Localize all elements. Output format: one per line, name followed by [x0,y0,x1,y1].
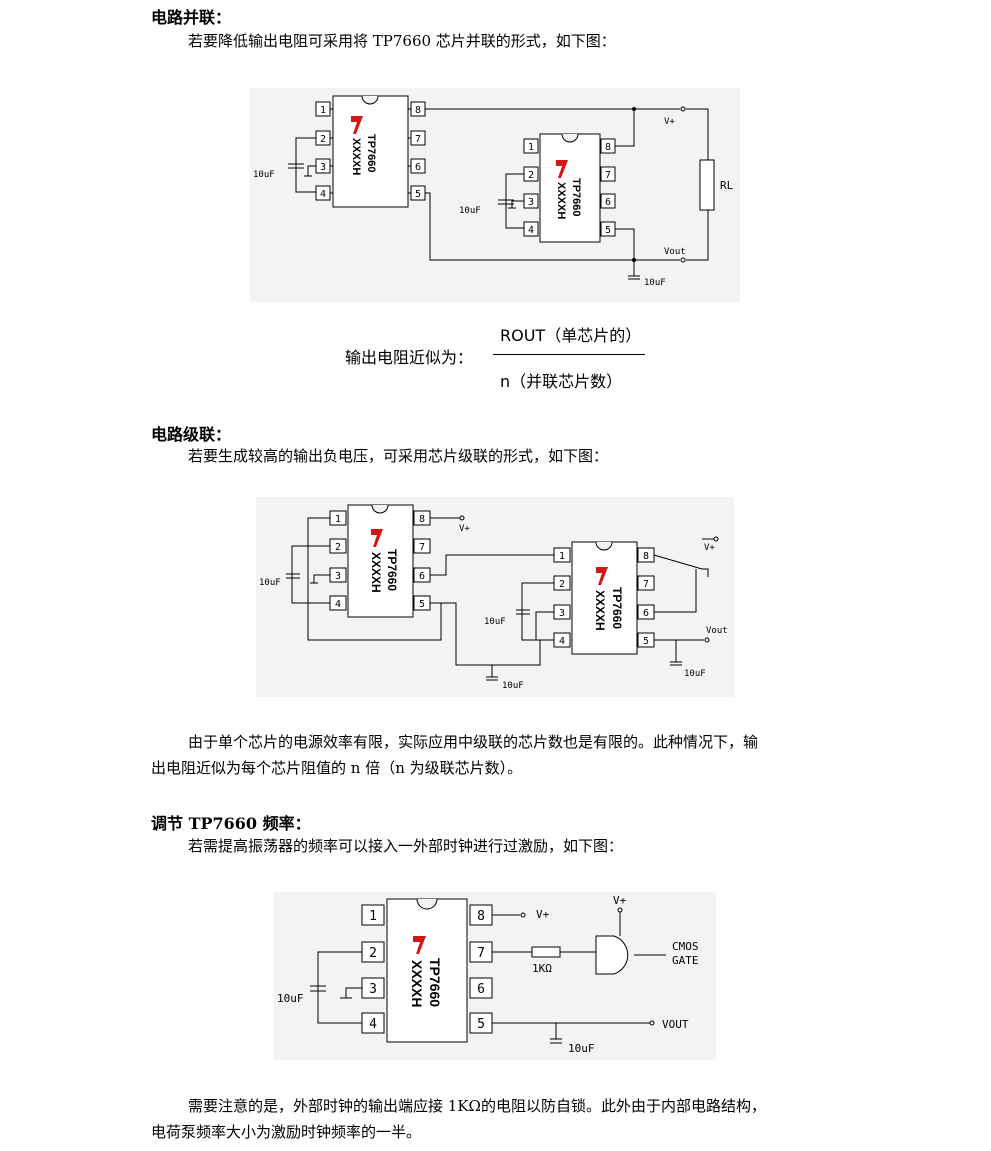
rl-label: RL [720,179,734,192]
chip1-name: TP7660 [385,549,399,591]
frequency-circuit-diagram: 1 2 3 4 8 7 6 5 TP7660 XXXXH 10uF 10uF V+ V+ 1… [274,892,716,1060]
svg-text:2: 2 [335,542,341,553]
gate-label: GATE [672,954,699,967]
vplus-label: V+ [536,908,550,921]
svg-text:2: 2 [528,170,534,181]
formula-numerator: ROUT（单芯片的） [500,326,642,345]
svg-text:6: 6 [605,197,611,208]
section-heading-frequency: 调节 TP7660 频率： [151,814,311,833]
vout-label: VOUT [662,1018,689,1031]
svg-text:4: 4 [335,599,341,610]
svg-text:1: 1 [369,909,377,924]
svg-text:7: 7 [415,134,421,145]
cap-label: 10uF [259,578,281,588]
svg-text:8: 8 [605,142,611,153]
svg-text:7: 7 [419,542,425,553]
svg-text:6: 6 [415,162,421,173]
section-heading-cascade: 电路级联： [151,425,232,444]
svg-text:4: 4 [528,225,534,236]
svg-text:5: 5 [415,189,421,200]
chip1-name: TP7660 [365,134,377,173]
paragraph-frequency-note-2: 电荷泵频率大小为激励时钟频率的一半。 [151,1123,422,1141]
svg-text:1: 1 [335,514,341,525]
cap-label: 10uF [253,170,275,180]
svg-text:8: 8 [419,514,425,525]
chip-name: TP7660 [427,958,443,1007]
chip1-code: XXXXH [369,552,383,593]
cap-label: 10uF [459,206,481,216]
formula-label: 输出电阻近似为： [345,348,474,367]
chip1-code: XXXXH [350,138,362,175]
section-heading-parallel: 电路并联： [151,8,232,27]
cap-label: 10uF [502,681,524,691]
tp7660-logo-icon [413,936,426,954]
paragraph-parallel-intro: 若要降低输出电阻可采用将 TP7660 芯片并联的形式，如下图： [188,32,616,50]
tp7660-logo-icon [556,160,568,178]
svg-text:5: 5 [605,225,611,236]
svg-text:3: 3 [335,571,341,582]
cap-label: 10uF [684,669,706,679]
paragraph-cascade-note-2: 出电阻近似为每个芯片阻值的 n 倍（n 为级联芯片数）。 [151,759,523,777]
svg-text:7: 7 [643,579,649,590]
svg-text:1: 1 [320,105,326,116]
chip-code: XXXXH [409,960,425,1007]
cap-label: 10uF [568,1042,595,1055]
svg-text:3: 3 [559,608,565,619]
cap-label: 10uF [644,278,666,288]
cap-label: 10uF [484,617,506,627]
svg-text:2: 2 [369,946,377,961]
chip2-code: XXXXH [593,590,607,631]
svg-text:2: 2 [559,579,565,590]
svg-text:8: 8 [643,551,649,562]
svg-text:1: 1 [559,551,565,562]
svg-text:8: 8 [477,909,485,924]
svg-text:5: 5 [643,636,649,647]
svg-text:7: 7 [605,170,611,181]
vout-label: Vout [706,626,728,636]
resistor-label: 1KΩ [532,962,552,975]
tp7660-logo-icon [596,567,608,585]
svg-text:2: 2 [320,134,326,145]
tp7660-logo-icon [351,116,363,134]
paragraph-frequency-note-1: 需要注意的是，外部时钟的输出端应接 1KΩ的电阻以防自锁。此外由于内部电路结构， [188,1097,766,1115]
chip2-code: XXXXH [555,182,567,219]
svg-text:1: 1 [528,142,534,153]
chip2-name: TP7660 [570,178,582,217]
cap-label: 10uF [277,992,304,1005]
tp7660-logo-icon [371,529,383,547]
vplus-label: V+ [704,543,715,553]
vplus-label: V+ [613,894,627,907]
vplus-label: V+ [664,117,675,127]
svg-text:6: 6 [643,608,649,619]
paragraph-cascade-note-1: 由于单个芯片的电源效率有限，实际应用中级联的芯片数也是有限的。此种情况下，输 [188,733,759,751]
svg-text:4: 4 [320,189,326,200]
cmos-label: CMOS [672,940,699,953]
paragraph-frequency-intro: 若需提高振荡器的频率可以接入一外部时钟进行过激励，如下图： [188,837,624,855]
svg-text:3: 3 [528,197,534,208]
svg-text:3: 3 [320,162,326,173]
svg-text:3: 3 [369,982,377,997]
paragraph-cascade-intro: 若要生成较高的输出负电压，可采用芯片级联的形式，如下图： [188,447,609,465]
svg-text:6: 6 [419,571,425,582]
svg-text:5: 5 [477,1017,485,1032]
fraction-bar [493,354,645,355]
svg-text:5: 5 [419,599,425,610]
svg-text:4: 4 [369,1017,377,1032]
vplus-label: V+ [459,524,470,534]
svg-text:8: 8 [415,105,421,116]
svg-text:7: 7 [477,946,485,961]
formula-denominator: n（并联芯片数） [500,372,623,391]
svg-text:4: 4 [559,636,565,647]
chip2-name: TP7660 [610,587,624,629]
svg-text:6: 6 [477,982,485,997]
vout-label: Vout [664,247,686,257]
